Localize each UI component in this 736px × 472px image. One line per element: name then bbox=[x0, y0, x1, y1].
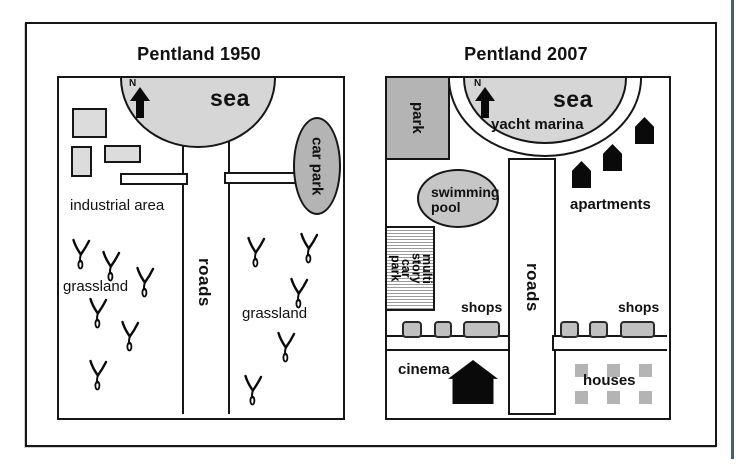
shop-box bbox=[463, 321, 500, 338]
grass-icon bbox=[134, 266, 156, 298]
roads-strip-1950 bbox=[182, 138, 230, 414]
grass-icon bbox=[245, 236, 267, 268]
shop-box bbox=[434, 321, 452, 338]
map-title-2007: Pentland 2007 bbox=[464, 44, 588, 64]
house-square bbox=[575, 391, 588, 404]
industrial-building bbox=[72, 108, 107, 138]
north-letter: N bbox=[474, 78, 482, 89]
map-2007: sea yacht marina N park apartments swimm… bbox=[385, 76, 671, 420]
grassland-west-label: grassland bbox=[63, 278, 129, 295]
park-label: park bbox=[409, 102, 426, 134]
grassland-east-label: grassland bbox=[242, 305, 308, 322]
car-park-label: car park bbox=[308, 136, 326, 196]
north-arrow-icon: N bbox=[129, 78, 151, 120]
houses-label: houses bbox=[583, 372, 636, 389]
cinema-icon bbox=[448, 360, 498, 404]
apartment-icon bbox=[635, 117, 654, 144]
north-arrow-head bbox=[130, 87, 150, 101]
north-arrow-shaft bbox=[136, 100, 144, 118]
house-square bbox=[607, 391, 620, 404]
car-park-area: car park bbox=[293, 117, 341, 215]
industrial-area-label: industrial area bbox=[70, 197, 165, 214]
grass-icon bbox=[87, 359, 109, 391]
grass-icon bbox=[70, 238, 92, 270]
shops-east-label: shops bbox=[618, 299, 660, 315]
shop-box bbox=[589, 321, 608, 338]
shop-box bbox=[560, 321, 579, 338]
grass-icon bbox=[288, 277, 310, 309]
window-edge-line bbox=[731, 0, 734, 459]
apartment-icon bbox=[603, 144, 622, 171]
north-arrow-shaft bbox=[481, 100, 489, 118]
shops-road-east bbox=[552, 335, 667, 351]
map-1950: sea N industrial area roads car park gra… bbox=[57, 76, 345, 420]
shop-box bbox=[402, 321, 422, 338]
roads-label-2007: roads bbox=[523, 262, 542, 312]
sea-label-1950: sea bbox=[210, 85, 250, 111]
industrial-building bbox=[104, 145, 141, 163]
swimming-pool-label: swimming pool bbox=[431, 184, 500, 215]
roads-strip-2007 bbox=[508, 158, 556, 415]
grass-icon bbox=[298, 232, 320, 264]
multi-story-car-park-area: multi story car park bbox=[387, 226, 435, 311]
house-square bbox=[639, 391, 652, 404]
shops-west-label: shops bbox=[461, 299, 503, 315]
industrial-building bbox=[71, 146, 92, 177]
grass-icon bbox=[242, 374, 264, 406]
park-area: park bbox=[387, 78, 450, 160]
cinema-label: cinema bbox=[398, 361, 450, 378]
house-square bbox=[575, 364, 588, 377]
roads-label-1950: roads bbox=[195, 257, 214, 307]
north-arrow-head bbox=[475, 87, 495, 101]
multi-story-car-park-label: multi story car park bbox=[388, 253, 435, 284]
grass-icon bbox=[87, 297, 109, 329]
north-arrow-icon: N bbox=[474, 78, 496, 120]
east-road bbox=[224, 172, 300, 184]
grass-icon bbox=[119, 320, 141, 352]
house-square bbox=[607, 364, 620, 377]
sea-label-2007: sea bbox=[553, 86, 593, 112]
north-letter: N bbox=[129, 78, 137, 89]
grass-icon bbox=[100, 250, 122, 282]
apartment-icon bbox=[572, 161, 591, 188]
swimming-pool-area bbox=[417, 169, 499, 228]
shop-box bbox=[620, 321, 655, 338]
map-title-1950: Pentland 1950 bbox=[137, 44, 261, 64]
yacht-marina-label: yacht marina bbox=[491, 116, 584, 133]
house-square bbox=[639, 364, 652, 377]
west-road bbox=[120, 173, 188, 185]
apartments-label: apartments bbox=[570, 196, 651, 213]
grass-icon bbox=[275, 331, 297, 363]
